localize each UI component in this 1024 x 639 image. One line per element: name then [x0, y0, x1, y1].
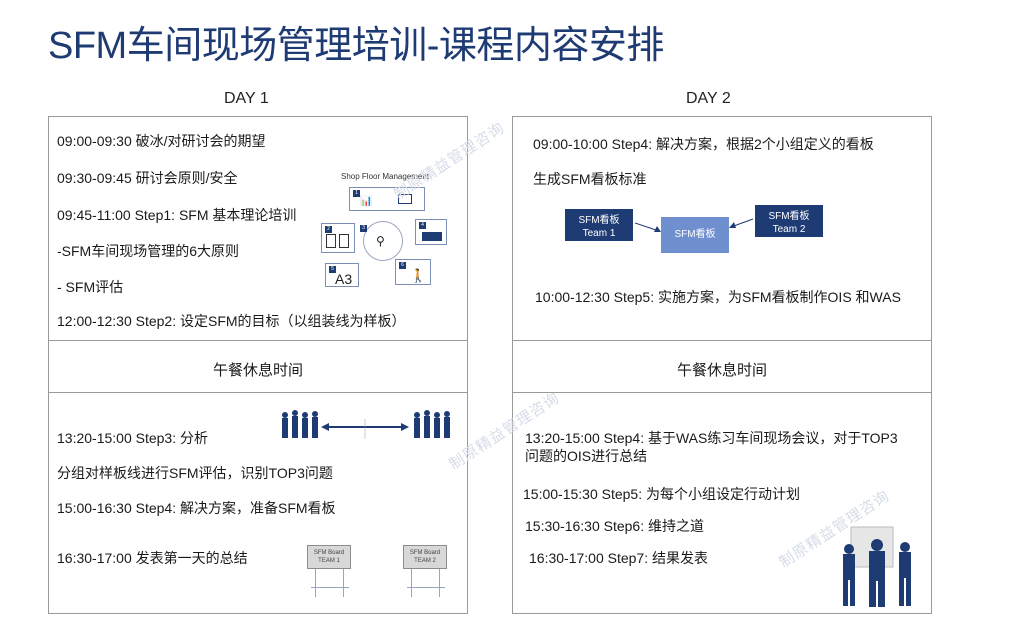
sfm-tile-2: 2 [321, 223, 355, 253]
day1-item-3: 09:45-11:00 Step1: SFM 基本理论培训 [57, 207, 297, 223]
team1-line1: SFM看板 [578, 215, 620, 226]
sfm-diagram: Shop Floor Management 1 📊 2 3 ⚲ 4 5 A3 6… [321, 169, 461, 289]
arrow-left-icon [729, 222, 736, 228]
board-icon [398, 194, 412, 204]
sfm-board-team1: SFM Board TEAM 1 [307, 545, 351, 569]
day2-panel: 09:00-10:00 Step4: 解决方案，根据2个小组定义的看板 生成SF… [512, 116, 932, 614]
day1-item-8: 分组对样板线进行SFM评估，识别TOP3问题 [57, 465, 333, 481]
day1-item-9: 15:00-16:30 Step4: 解决方案，准备SFM看板 [57, 500, 336, 516]
day1-item-4: -SFM车间现场管理的6大原则 [57, 243, 239, 259]
day2-item-2: 生成SFM看板标准 [533, 171, 647, 187]
day2-item-4: 13:20-15:00 Step4: 基于WAS练习车间现场会议，对于TOP3 [525, 430, 898, 446]
sfm-board-center-box: SFM看板 [661, 217, 729, 253]
org-chart-icon: ⚲ [376, 234, 385, 248]
board-title: SFM Board [313, 550, 345, 556]
day2-item-1: 09:00-10:00 Step4: 解决方案，根据2个小组定义的看板 [533, 136, 874, 152]
day1-label: DAY 1 [224, 90, 269, 107]
day2-item-7: 15:30-16:30 Step6: 维持之道 [525, 518, 704, 534]
team2-line1: SFM看板 [768, 211, 810, 222]
board-team: TEAM 2 [414, 558, 436, 564]
day1-item-6: 12:00-12:30 Step2: 设定SFM的目标（以组装线为样板） [57, 313, 406, 329]
sfm-diagram-title: Shop Floor Management [341, 172, 430, 181]
day2-label: DAY 2 [686, 90, 731, 107]
day2-lunch: 午餐休息时间 [676, 362, 767, 379]
day1-panel: 09:00-09:30 破冰/对研讨会的期望 09:30-09:45 研讨会原则… [48, 116, 468, 614]
checklist-icon [339, 234, 349, 248]
screen-icon [422, 232, 442, 241]
sfm-hierarchy: 3 ⚲ [360, 221, 403, 261]
team2-line2: Team 2 [772, 224, 806, 235]
sfm-board-team2: SFM Board TEAM 2 [403, 545, 447, 569]
sfm-board-team1-box: SFM看板 Team 1 [565, 209, 633, 241]
sfm-tile-6: 6 🚶 [395, 259, 431, 285]
board-team: TEAM 1 [318, 558, 340, 564]
day2-item-8: 16:30-17:00 Step7: 结果发表 [529, 550, 708, 566]
walking-person-icon: 🚶 [410, 268, 427, 283]
team-figures-icon [282, 410, 450, 439]
day1-lunch: 午餐休息时间 [212, 362, 303, 379]
flow-arrows [634, 218, 754, 232]
checklist-icon [326, 234, 336, 248]
presenters-icon [843, 526, 911, 607]
team1-line2: Team 1 [582, 228, 616, 239]
sfm-tile-1: 1 📊 [349, 187, 425, 211]
teams-illustration [277, 409, 463, 449]
center-label: SFM看板 [674, 229, 716, 240]
day1-item-5: - SFM评估 [57, 279, 124, 295]
day1-item-1: 09:00-09:30 破冰/对研讨会的期望 [57, 133, 266, 149]
day1-item-7: 13:20-15:00 Step3: 分析 [57, 430, 208, 446]
page-title: SFM车间现场管理培训-课程内容安排 [48, 25, 664, 67]
sfm-tile-5: 5 A3 [325, 263, 359, 287]
day2-item-6: 15:00-15:30 Step5: 为每个小组设定行动计划 [523, 486, 800, 502]
sfm-tile-4: 4 [415, 219, 447, 245]
day1-item-10: 16:30-17:00 发表第一天的总结 [57, 550, 248, 566]
day1-item-2: 09:30-09:45 研讨会原则/安全 [57, 170, 238, 186]
chart-icon: 📊 [360, 196, 373, 207]
a3-label: A3 [335, 271, 353, 287]
day2-item-5: 问题的OIS进行总结 [525, 448, 648, 464]
day2-item-3: 10:00-12:30 Step5: 实施方案，为SFM看板制作OIS 和WAS [535, 289, 901, 305]
arrow-right-icon [654, 226, 661, 232]
board-title: SFM Board [409, 550, 441, 556]
sfm-board-team2-box: SFM看板 Team 2 [755, 205, 823, 237]
